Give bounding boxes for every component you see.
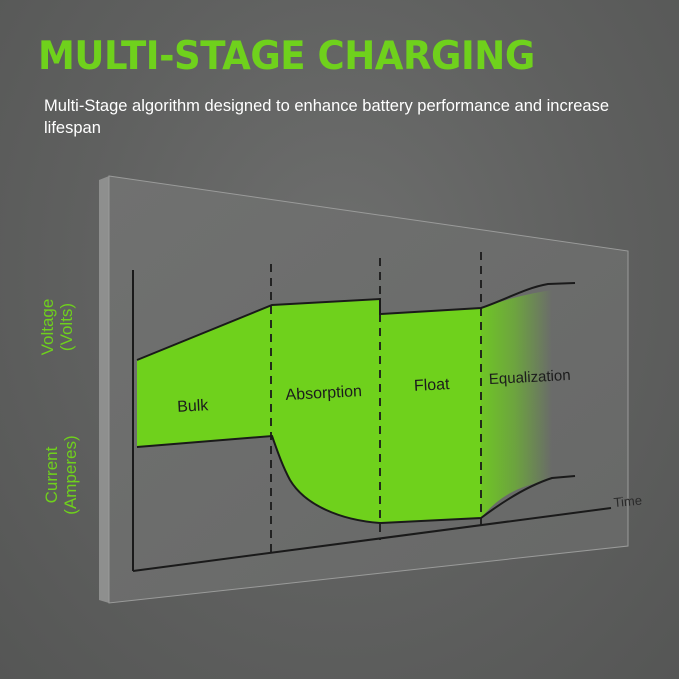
- page-subtitle: Multi-Stage algorithm designed to enhanc…: [44, 97, 609, 137]
- page-title: MULTI-STAGE CHARGING: [38, 34, 535, 79]
- stage-label-float: Float: [414, 376, 451, 395]
- voltage-curve: [136, 282, 576, 361]
- stage-label-equalization: Equalization: [489, 367, 572, 388]
- current-label-line2: (Amperes): [61, 435, 80, 515]
- voltage-label-line1: Voltage: [38, 298, 57, 356]
- current-curve: [136, 434, 576, 525]
- stage-label-absorption: Absorption: [285, 383, 362, 404]
- current-label-line1: Current: [42, 446, 61, 504]
- stage-label-bulk: Bulk: [177, 397, 210, 416]
- equalization-fade: [481, 290, 552, 518]
- green-area: [137, 299, 481, 523]
- y-axis-label-current: Current (Amperes): [42, 419, 82, 531]
- x-axis-label-time: Time: [613, 493, 643, 510]
- y-axis-label-voltage: Voltage (Volts): [38, 290, 78, 364]
- x-axis: [132, 507, 612, 572]
- board-edge: [99, 176, 109, 603]
- voltage-label-line2: (Volts): [57, 302, 76, 352]
